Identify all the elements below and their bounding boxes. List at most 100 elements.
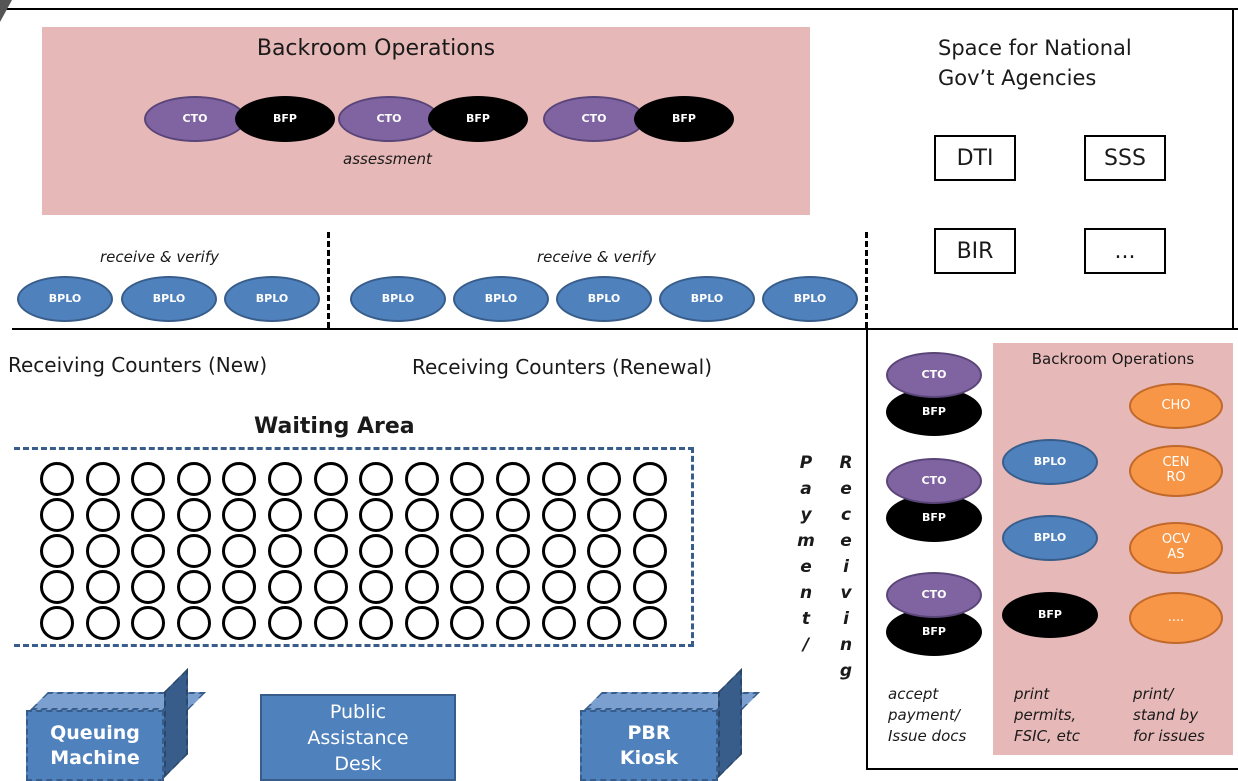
letter: P (799, 453, 813, 473)
waiting-seat (313, 498, 348, 532)
waiting-seat (85, 534, 120, 568)
receiving-counters-new-label: Receiving Counters (New) (8, 353, 268, 377)
caption-line: print/ (1133, 685, 1174, 703)
letter: t (801, 609, 811, 629)
receiving-counters-renewal-label: Receiving Counters (Renewal) (412, 355, 713, 379)
waiting-seat (176, 498, 211, 532)
waiting-seat (496, 606, 530, 640)
pbr-kiosk[interactable]: PBR Kiosk (580, 710, 718, 781)
agency-box-bir: BIR (934, 228, 1016, 274)
caption-line: FSIC, etc (1014, 727, 1080, 745)
waiting-seat (85, 606, 120, 640)
waiting-seat (404, 462, 439, 496)
waiting-seat (131, 498, 166, 532)
waiting-seat (268, 534, 302, 568)
bfp-counter: BFP (634, 96, 734, 142)
waiting-seat (541, 570, 576, 604)
letter: y (800, 505, 812, 525)
counter-divider (327, 232, 330, 328)
waiting-seat (404, 606, 439, 640)
corner-decoration (0, 0, 12, 22)
waiting-seat (587, 606, 622, 640)
agencies-title-line2: Gov’t Agencies (938, 66, 1097, 90)
waiting-seat (268, 570, 302, 604)
waiting-seat (131, 462, 166, 496)
waiting-seat (40, 570, 74, 604)
office-cho: CHO (1129, 383, 1223, 429)
caption-line: accept (888, 685, 939, 703)
bplo-print-counter: BPLO (1002, 439, 1098, 485)
caption-print-permits: print permits, FSIC, etc (1014, 684, 1080, 747)
waiting-seat (587, 462, 622, 496)
middle-divider (12, 328, 1238, 330)
receive-verify-caption-new: receive & verify (100, 248, 219, 266)
waiting-seat (541, 462, 576, 496)
waiting-seat (541, 498, 576, 532)
backroom-title: Backroom Operations (256, 36, 496, 61)
letter: i (843, 557, 849, 577)
letter: a (800, 479, 812, 499)
agency-box-more: ... (1084, 228, 1166, 274)
caption-line: payment/ (888, 706, 960, 724)
waiting-seat (268, 498, 302, 532)
bfp-counter: BFP (886, 388, 982, 436)
top-border (0, 8, 1238, 10)
office-more: .... (1129, 592, 1223, 644)
waiting-seat (404, 498, 439, 532)
waiting-seat (313, 606, 348, 640)
waiting-seat (587, 534, 622, 568)
waiting-seat (632, 534, 667, 568)
waiting-seat (587, 570, 622, 604)
waiting-seat (85, 570, 120, 604)
waiting-seat (359, 534, 394, 568)
waiting-seat (85, 462, 120, 496)
payment-vertical-label: P a y m e n t / (796, 450, 816, 658)
waiting-seat (359, 462, 394, 496)
counter-divider (865, 232, 868, 328)
bottom-right-border-left (866, 328, 868, 770)
letter: v (840, 583, 852, 603)
queuing-machine[interactable]: Queuing Machine (26, 710, 164, 781)
waiting-seat (222, 570, 257, 604)
waiting-seat (131, 606, 166, 640)
caption-line: permits, (1014, 706, 1077, 724)
waiting-seat (222, 534, 257, 568)
waiting-seat (85, 498, 120, 532)
waiting-seat (176, 462, 211, 496)
bplo-counter-renewal: BPLO (350, 276, 446, 322)
assessment-caption: assessment (343, 150, 432, 168)
waiting-seat (496, 534, 530, 568)
waiting-seat (176, 570, 211, 604)
letter: n (799, 583, 813, 603)
waiting-seat (450, 462, 485, 496)
caption-accept-payment: accept payment/ Issue docs (888, 684, 966, 747)
waiting-seat (222, 498, 257, 532)
queuing-machine-side (164, 668, 188, 778)
waiting-seats (40, 462, 680, 642)
waiting-seat (40, 606, 74, 640)
bplo-counter-renewal: BPLO (659, 276, 755, 322)
waiting-seat (222, 606, 257, 640)
waiting-seat (404, 534, 439, 568)
waiting-seat (587, 498, 622, 532)
cto-counter: CTO (543, 96, 645, 142)
caption-line: stand by (1133, 706, 1199, 724)
bfp-counter: BFP (235, 96, 335, 142)
waiting-seat (359, 570, 394, 604)
waiting-seat (632, 606, 667, 640)
agency-box-dti: DTI (934, 135, 1016, 181)
caption-line: for issues (1133, 727, 1205, 745)
public-assistance-desk[interactable]: Public Assistance Desk (260, 694, 456, 781)
bplo-counter-renewal: BPLO (556, 276, 652, 322)
waiting-seat (359, 498, 394, 532)
letter: i (843, 609, 849, 629)
waiting-seat (450, 534, 485, 568)
waiting-seat (222, 462, 257, 496)
letter: / (802, 635, 810, 655)
waiting-seat (40, 498, 74, 532)
caption-standby: print/ stand by for issues (1133, 684, 1205, 747)
waiting-seat (450, 498, 485, 532)
waiting-seat (450, 570, 485, 604)
waiting-seat (450, 606, 485, 640)
bfp-print-counter: BFP (1002, 592, 1098, 638)
